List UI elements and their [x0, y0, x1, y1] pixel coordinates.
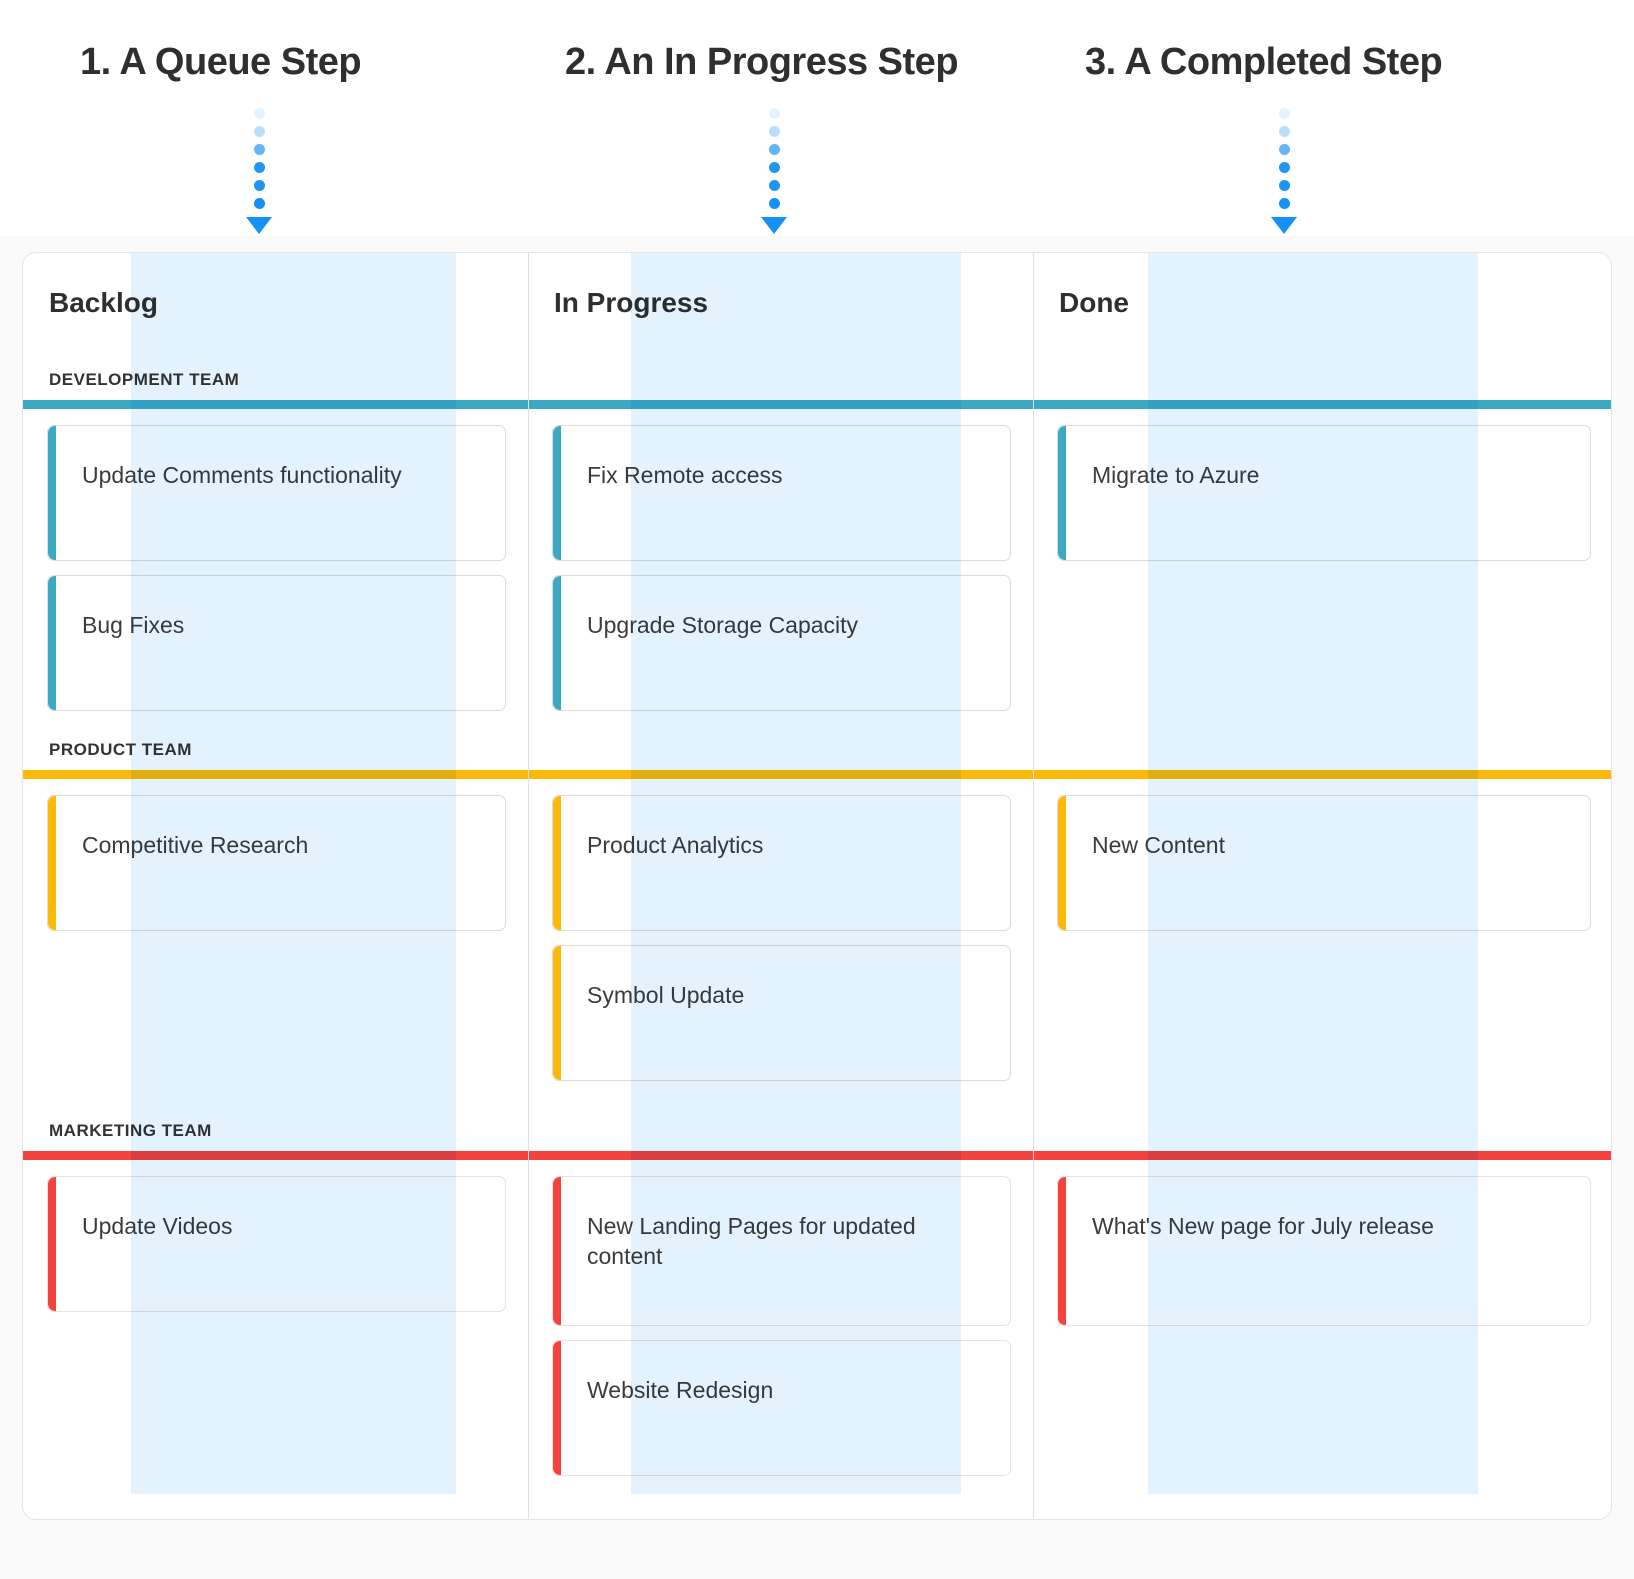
swimlane-cards: Update Videos — [23, 1160, 528, 1490]
task-card[interactable]: Product Analytics — [552, 795, 1011, 931]
swimlane-product-in-progress: PRODUCT TEAM Product Analytics Symbol Up… — [528, 730, 1033, 1111]
swimlane-label: PRODUCT TEAM — [49, 740, 192, 759]
task-card-title: Upgrade Storage Capacity — [587, 612, 859, 638]
swimlane-product-backlog: PRODUCT TEAM Competitive Research — [23, 730, 528, 1111]
column-title: In Progress — [554, 287, 709, 318]
swimlane-rule-marketing — [528, 1151, 1033, 1160]
step-annotation-3: 3. A Completed Step — [1085, 0, 1535, 236]
kanban-column-done: Done DEVELOPMENT TEAM Migrate to Azure P… — [1033, 253, 1611, 1519]
task-card-title: Competitive Research — [82, 832, 309, 858]
step-title-3: 3. A Completed Step — [1085, 41, 1443, 83]
swimlane-rule-development — [1033, 400, 1611, 409]
down-arrow-icon — [761, 108, 787, 234]
swimlane-rule-marketing — [1033, 1151, 1611, 1160]
task-card-title: New Landing Pages for updated content — [587, 1213, 916, 1270]
swimlane-label: MARKETING TEAM — [49, 1121, 212, 1140]
swimlane-rule-development — [528, 400, 1033, 409]
swimlane-rule-product — [23, 770, 528, 779]
task-card-title: What's New page for July release — [1092, 1213, 1434, 1239]
task-card[interactable]: Update Comments functionality — [47, 425, 506, 561]
column-title: Backlog — [49, 287, 158, 318]
down-arrow-icon — [246, 108, 272, 234]
column-header-backlog: Backlog — [23, 253, 528, 360]
task-card-title: New Content — [1092, 832, 1225, 858]
swimlane-cards: New Content — [1033, 779, 1611, 1111]
swimlane-rule-product — [528, 770, 1033, 779]
swimlane-development-backlog: DEVELOPMENT TEAM Update Comments functio… — [23, 360, 528, 730]
swimlane-development-in-progress: DEVELOPMENT TEAM Fix Remote access Upgra… — [528, 360, 1033, 730]
swimlane-product-done: PRODUCT TEAM New Content — [1033, 730, 1611, 1111]
column-header-in-progress: In Progress — [528, 253, 1033, 360]
swimlane-rule-product — [1033, 770, 1611, 779]
swimlane-marketing-in-progress: MARKETING TEAM New Landing Pages for upd… — [528, 1111, 1033, 1490]
task-card[interactable]: New Content — [1057, 795, 1591, 931]
swimlane-marketing-done: MARKETING TEAM What's New page for July … — [1033, 1111, 1611, 1490]
task-card-title: Symbol Update — [587, 982, 745, 1008]
swimlane-development-done: DEVELOPMENT TEAM Migrate to Azure — [1033, 360, 1611, 730]
task-card[interactable]: What's New page for July release — [1057, 1176, 1591, 1326]
column-separator — [528, 253, 529, 1519]
down-arrow-icon — [1271, 108, 1297, 234]
task-card-title: Website Redesign — [587, 1377, 774, 1403]
task-card[interactable]: New Landing Pages for updated content — [552, 1176, 1011, 1326]
task-card-title: Bug Fixes — [82, 612, 185, 638]
task-card-title: Product Analytics — [587, 832, 764, 858]
swimlane-marketing-backlog: MARKETING TEAM Update Videos — [23, 1111, 528, 1490]
kanban-columns: Backlog DEVELOPMENT TEAM Update Comments… — [23, 253, 1611, 1519]
task-card[interactable]: Migrate to Azure — [1057, 425, 1591, 561]
kanban-board: Backlog DEVELOPMENT TEAM Update Comments… — [22, 252, 1612, 1520]
task-card[interactable]: Competitive Research — [47, 795, 506, 931]
column-title: Done — [1059, 287, 1129, 318]
swimlane-label: DEVELOPMENT TEAM — [49, 370, 240, 389]
step-title-2: 2. An In Progress Step — [565, 41, 959, 83]
kanban-column-in-progress: In Progress DEVELOPMENT TEAM Fix Remote … — [528, 253, 1033, 1519]
column-header-done: Done — [1033, 253, 1611, 360]
step-title-1: 1. A Queue Step — [80, 41, 362, 83]
kanban-column-backlog: Backlog DEVELOPMENT TEAM Update Comments… — [23, 253, 528, 1519]
swimlane-cards: What's New page for July release — [1033, 1160, 1611, 1490]
task-card[interactable]: Fix Remote access — [552, 425, 1011, 561]
swimlane-cards: Update Comments functionality Bug Fixes — [23, 409, 528, 730]
swimlane-rule-development — [23, 400, 528, 409]
task-card[interactable]: Update Videos — [47, 1176, 506, 1312]
task-card-title: Migrate to Azure — [1092, 462, 1260, 488]
swimlane-rule-marketing — [23, 1151, 528, 1160]
task-card[interactable]: Website Redesign — [552, 1340, 1011, 1476]
swimlane-cards: New Landing Pages for updated content We… — [528, 1160, 1033, 1490]
task-card-title: Update Videos — [82, 1213, 233, 1239]
task-card[interactable]: Symbol Update — [552, 945, 1011, 1081]
task-card-title: Fix Remote access — [587, 462, 783, 488]
task-card-title: Update Comments functionality — [82, 462, 402, 488]
swimlane-cards: Product Analytics Symbol Update — [528, 779, 1033, 1111]
step-annotation-2: 2. An In Progress Step — [565, 0, 1015, 236]
task-card[interactable]: Upgrade Storage Capacity — [552, 575, 1011, 711]
swimlane-cards: Fix Remote access Upgrade Storage Capaci… — [528, 409, 1033, 730]
step-annotation-1: 1. A Queue Step — [80, 0, 530, 236]
swimlane-cards: Competitive Research — [23, 779, 528, 1111]
swimlane-cards: Migrate to Azure — [1033, 409, 1611, 730]
column-separator — [1033, 253, 1034, 1519]
step-annotations: 1. A Queue Step 2. An In Progress Step 3… — [0, 0, 1634, 236]
task-card[interactable]: Bug Fixes — [47, 575, 506, 711]
